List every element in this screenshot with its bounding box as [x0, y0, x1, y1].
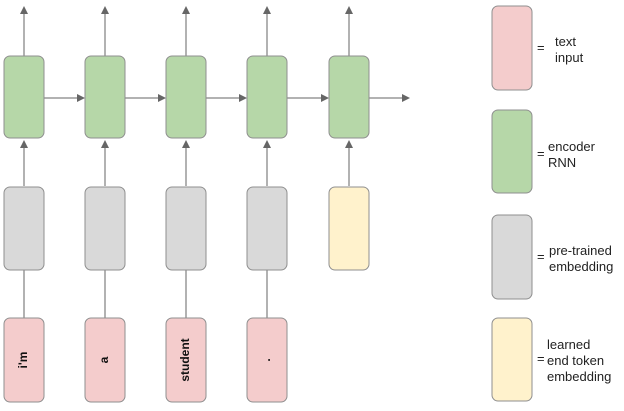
encoder-rnn-box-4 [246, 55, 288, 139]
legend-equals-4: = [537, 351, 545, 366]
end-token-embedding-box [328, 186, 370, 271]
text-input-box-1 [3, 317, 45, 403]
encoder-rnn-box-3 [165, 55, 207, 139]
pretrained-embedding-box-3 [165, 186, 207, 271]
token-label-2: a [97, 356, 111, 363]
legend-equals-3: = [537, 249, 545, 264]
legend-end-token-embedding-swatch [491, 317, 533, 402]
text-input-box-4 [246, 317, 288, 403]
legend-pretrained-embedding-swatch [491, 214, 533, 300]
encoder-rnn-box-2 [84, 55, 126, 139]
token-label-4: . [259, 358, 273, 361]
pretrained-embedding-box-4 [246, 186, 288, 271]
legend-equals-2: = [537, 146, 545, 161]
legend-label-learned-end-token-embedding: learned end token embedding [547, 337, 612, 384]
token-label-1: i'm [16, 352, 30, 369]
token-label-3: student [178, 338, 192, 381]
text-input-box-3 [165, 317, 207, 403]
legend-label-text-input: text input [555, 34, 584, 65]
legend-label-pretrained-embedding: pre-trained embedding [549, 243, 614, 274]
legend-encoder-rnn-swatch [491, 109, 533, 194]
legend-label-encoder-rnn: encoder RNN [548, 139, 595, 170]
legend-equals-1: = [537, 40, 545, 55]
pretrained-embedding-box-2 [84, 186, 126, 271]
text-input-box-2 [84, 317, 126, 403]
encoder-rnn-box-1 [3, 55, 45, 139]
legend-text-input-swatch [491, 5, 533, 91]
encoder-rnn-box-5 [328, 55, 370, 139]
pretrained-embedding-box-1 [3, 186, 45, 271]
